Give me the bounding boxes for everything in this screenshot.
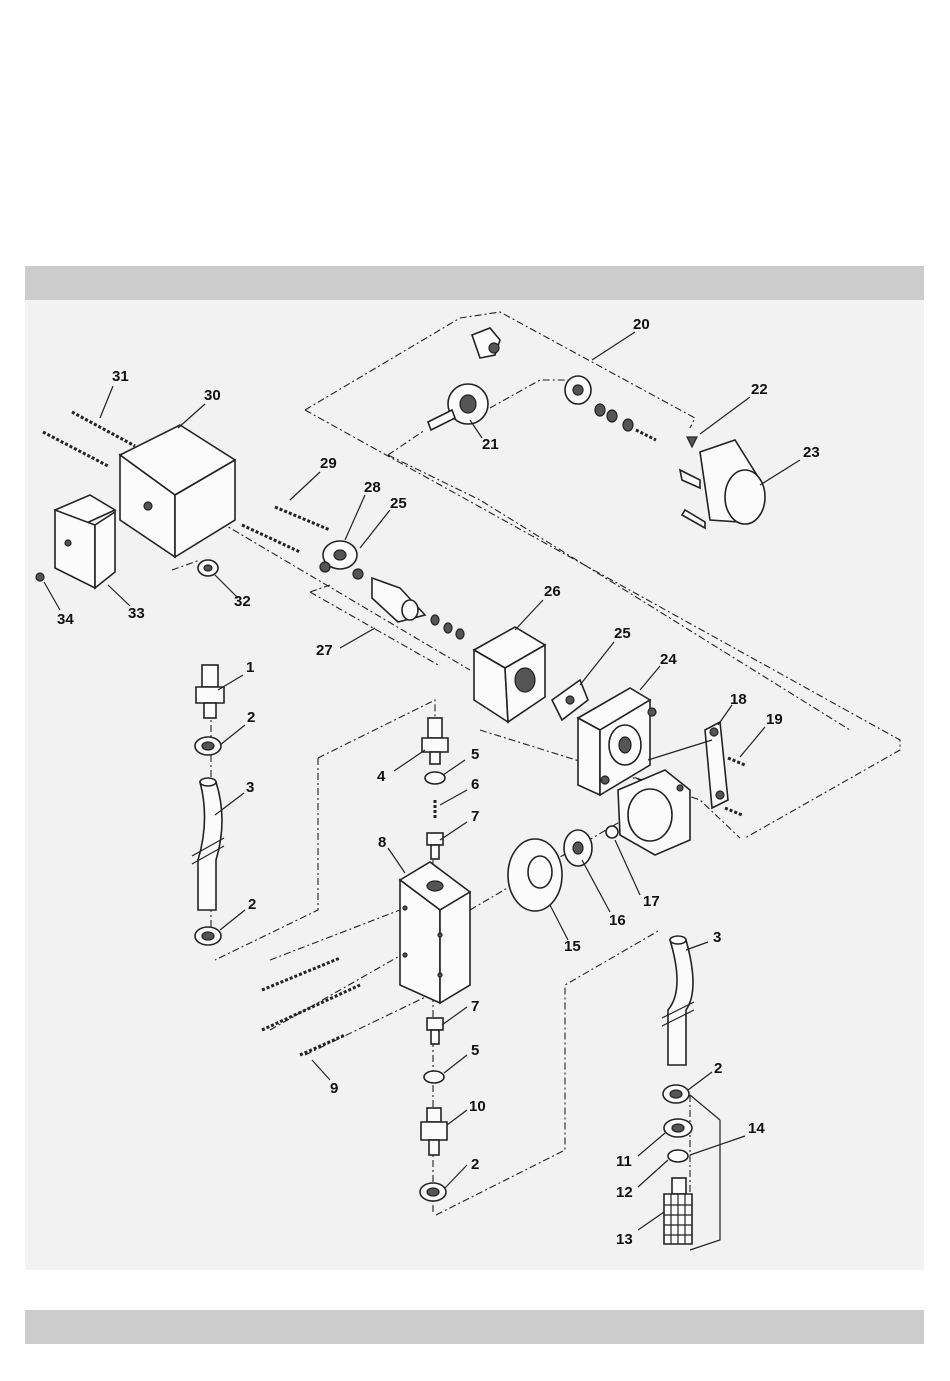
part-29-screw [275,507,330,530]
part-19-screw [725,808,742,815]
parts [36,328,765,1244]
callout-15: 15 [564,938,581,955]
callout-6: 6 [471,776,479,793]
part-2-clamp [420,1183,446,1201]
callout-8: 8 [378,834,386,851]
callout-17: 17 [643,893,660,910]
part-30-housing [120,425,235,557]
callout-21: 21 [482,436,499,453]
header-band [25,266,924,300]
footer-band [25,1310,924,1344]
callout-34: 34 [57,611,74,628]
callout-3b: 3 [713,929,721,946]
callout-4: 4 [377,768,386,785]
callout-7a: 7 [471,808,479,825]
part-28-coupling [320,541,363,579]
callout-1: 1 [246,659,254,676]
callout-27: 27 [316,642,333,659]
callout-18: 18 [730,691,747,708]
callout-14: 14 [748,1120,765,1137]
exploded-parts-diagram: 20 31 30 22 23 21 29 28 25 32 34 33 26 2… [25,300,924,1270]
part-10-fitting [421,1108,447,1155]
part-31-screw [43,432,108,466]
part-20-knob [472,328,500,358]
callout-24: 24 [660,651,677,668]
callout-12: 12 [616,1184,633,1201]
part-22-screw [687,437,697,447]
part-pump-body [618,770,690,855]
part-15-disc [508,839,562,911]
callout-16: 16 [609,912,626,929]
part-29-screw [242,525,300,552]
part-7-valve [427,1018,443,1044]
part-9-bolt [262,958,340,990]
callout-22: 22 [751,381,768,398]
part-2-clamp [195,737,221,755]
callout-2a: 2 [247,709,255,726]
part-2-clamp [195,927,221,945]
part-16-diaphragm [564,830,592,866]
assembly-lines [172,312,900,1245]
part-32-fitting [198,560,218,576]
callout-7b: 7 [471,998,479,1015]
part-4-fitting [422,718,448,764]
callout-11: 11 [616,1153,632,1170]
part-13-strainer [664,1178,692,1244]
callout-13: 13 [616,1231,633,1248]
part-1-fitting [196,665,224,718]
callout-2b: 2 [248,896,256,913]
part-7-valve [427,833,443,859]
part-26-block [474,627,545,722]
callout-9: 9 [330,1080,338,1097]
part-31-screw [72,412,135,446]
part-9-bolt [300,1035,345,1055]
part-8-manifold [400,862,470,1003]
part-5-oring [425,772,445,784]
part-23-motor [680,440,765,528]
part-9-bolt [262,985,360,1030]
part-20-washers [565,376,656,440]
part-5-oring [424,1071,444,1083]
callout-20: 20 [633,316,650,333]
callout-26: 26 [544,583,561,600]
callout-2d: 2 [714,1060,722,1077]
part-12-ring [668,1150,688,1162]
callout-30: 30 [204,387,221,404]
callout-25a: 25 [390,495,407,512]
part-33-box [55,495,115,588]
callout-25b: 25 [614,625,631,642]
part-11-nut [664,1119,692,1137]
part-2-clamp [663,1085,689,1103]
callout-23: 23 [803,444,820,461]
callout-31: 31 [112,368,129,385]
part-3-hose [662,936,694,1065]
callout-10: 10 [469,1098,486,1115]
part-19-screw [728,758,745,765]
callout-5b: 5 [471,1042,479,1059]
part-shaft-cylinder [372,578,464,639]
callout-3a: 3 [246,779,254,796]
part-34-screw [36,573,44,581]
callout-32: 32 [234,593,251,610]
callout-29: 29 [320,455,337,472]
part-3-hose [192,778,224,910]
part-17-disc [606,826,618,838]
callout-5a: 5 [471,746,479,763]
part-21-bearing [428,384,488,430]
diagram-svg: 20 31 30 22 23 21 29 28 25 32 34 33 26 2… [25,300,924,1270]
part-25-flange [552,680,588,720]
callout-28: 28 [364,479,381,496]
callout-33: 33 [128,605,145,622]
callout-19: 19 [766,711,783,728]
callout-2c: 2 [471,1156,479,1173]
